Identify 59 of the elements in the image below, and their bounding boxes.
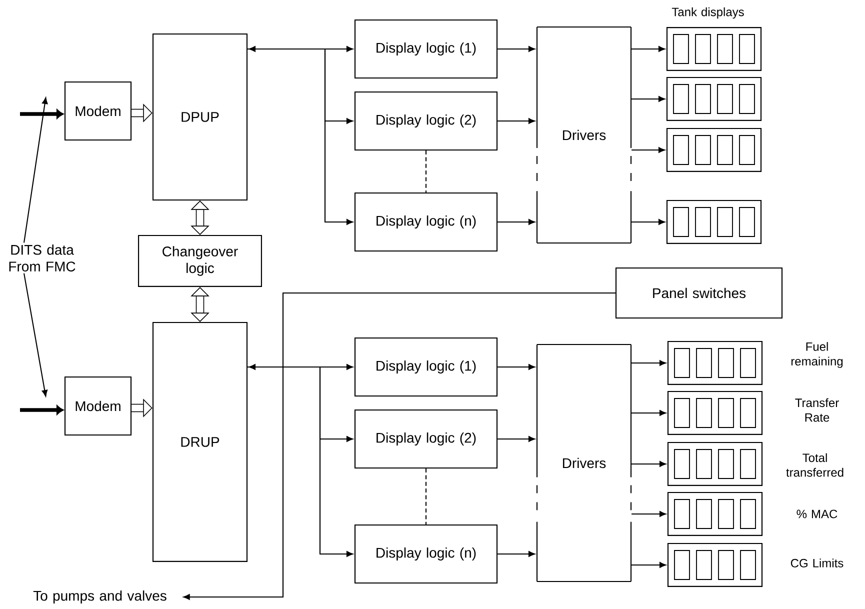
display-drawing	[666, 200, 762, 244]
process-box: Display logic (n)	[354, 524, 498, 584]
arrow	[632, 562, 666, 568]
display-caption: Transfer Rate	[795, 398, 839, 422]
arrow	[23, 273, 48, 397]
arrow	[632, 360, 666, 366]
process-box: Changeover logic	[138, 235, 262, 287]
display-caption: Tank displays	[672, 7, 744, 19]
arrow	[632, 219, 665, 225]
process-box: Display logic (2)	[354, 91, 498, 151]
process-box: Modem	[64, 376, 132, 436]
dashed-line	[425, 468, 427, 524]
block-arrow	[190, 287, 210, 322]
arrow	[498, 219, 535, 225]
arrow	[20, 405, 64, 415]
display-caption: CG Limits	[790, 558, 844, 568]
arrow	[632, 96, 665, 102]
arrow	[632, 147, 665, 153]
arrow	[632, 511, 666, 517]
display-drawing	[667, 341, 763, 385]
arrow	[248, 48, 353, 225]
driver-box: Drivers	[536, 344, 632, 582]
display-drawing	[667, 492, 763, 536]
display-drawing	[667, 391, 763, 435]
display-drawing	[666, 128, 762, 172]
display-drawing	[666, 27, 762, 71]
bare-label: To pumps and valves	[33, 590, 166, 604]
arrow	[632, 410, 666, 416]
arrow	[498, 364, 535, 370]
arrow	[498, 46, 535, 52]
arrow	[249, 46, 353, 52]
arrow	[183, 292, 616, 600]
arrow	[632, 46, 665, 52]
arrow	[498, 118, 535, 124]
display-caption: Total transferred	[786, 453, 844, 477]
arrow	[23, 97, 48, 243]
process-box: Panel switches	[615, 267, 783, 319]
display-drawing	[667, 442, 763, 486]
arrow	[632, 461, 666, 467]
arrow	[248, 366, 353, 557]
dashed-line	[425, 150, 427, 192]
process-box: Display logic (2)	[354, 409, 498, 469]
arrow	[249, 364, 353, 370]
display-caption: % MAC	[796, 510, 838, 518]
arrow	[498, 436, 535, 442]
arrow	[498, 551, 535, 557]
block-arrow	[190, 200, 210, 235]
display-drawing	[666, 77, 762, 121]
process-box: DRUP	[152, 322, 248, 562]
process-box: Display logic (1)	[354, 19, 498, 79]
arrow	[20, 109, 64, 119]
process-box: Modem	[64, 81, 132, 141]
bare-label: DITS data From FMC	[9, 244, 76, 272]
display-drawing	[667, 543, 763, 587]
display-caption: Fuel remaining	[791, 342, 843, 368]
process-box: DPUP	[152, 33, 248, 201]
process-box: Display logic (1)	[354, 337, 498, 397]
driver-box: Drivers	[536, 26, 632, 244]
process-box: Display logic (n)	[354, 192, 498, 252]
